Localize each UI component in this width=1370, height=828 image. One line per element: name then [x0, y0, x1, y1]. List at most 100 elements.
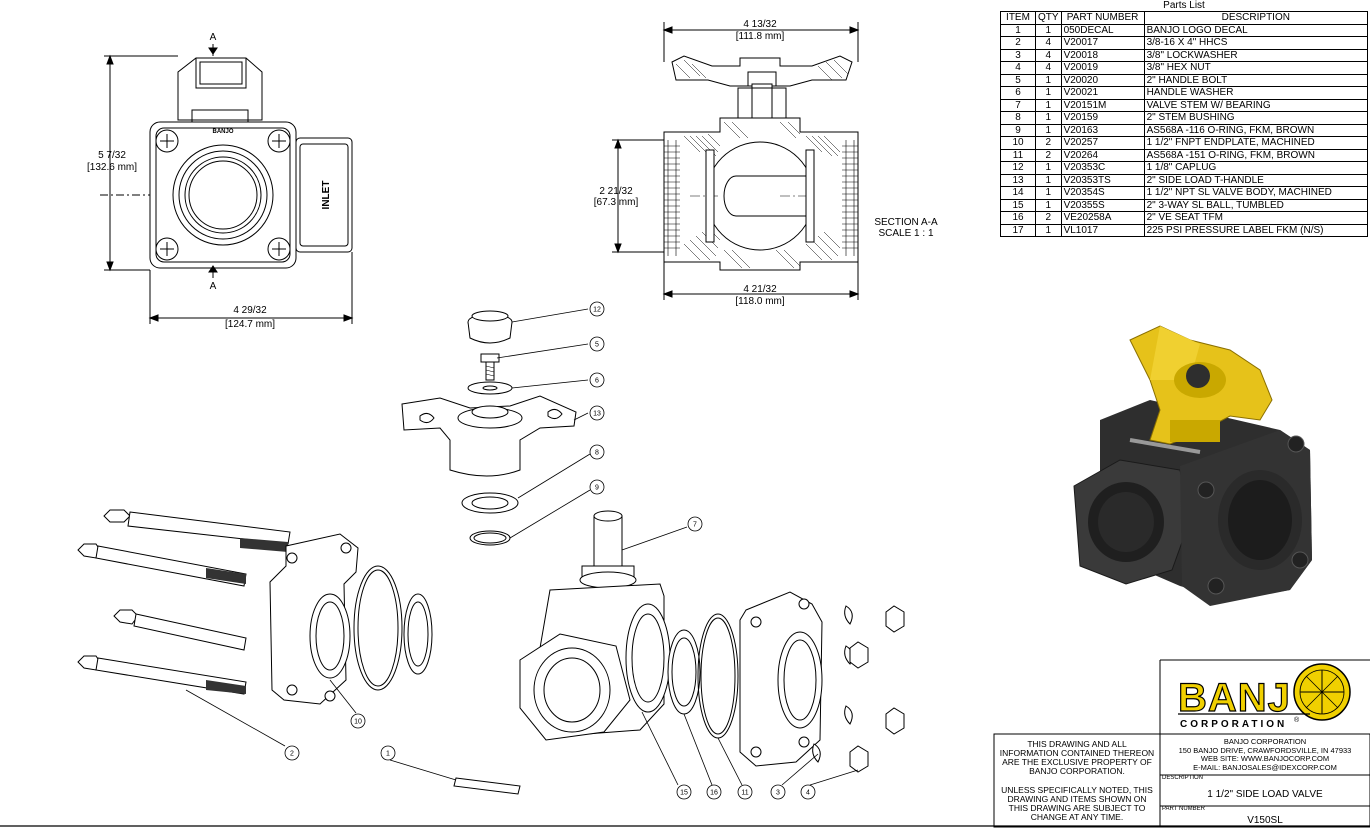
header-description: DESCRIPTION	[1143, 11, 1369, 25]
balloon-10: 10	[354, 719, 362, 726]
balloons	[284, 301, 816, 800]
item-cell: 16	[1000, 211, 1036, 225]
notice-line: THIS DRAWING ARE SUBJECT TO	[1008, 803, 1146, 813]
part-number-cell: V20163	[1060, 123, 1145, 137]
inlet-label: INLET	[321, 181, 332, 210]
height-dim-mm: [132.6 mm]	[87, 162, 137, 173]
balloon-12: 12	[593, 307, 601, 314]
part-number-cell: V20021	[1060, 86, 1145, 100]
description-cell: HANDLE WASHER	[1143, 86, 1369, 100]
notice-line: ARE THE EXCLUSIVE PROPERTY OF	[1002, 757, 1152, 767]
qty-cell: 1	[1035, 173, 1062, 187]
balloon-5: 5	[595, 342, 599, 349]
part-number-cell: V20151M	[1060, 98, 1145, 112]
description-cell: BANJO LOGO DECAL	[1143, 23, 1369, 37]
description-cell: 1 1/8" CAPLUG	[1143, 161, 1369, 175]
section-title: SECTION A-A	[874, 217, 938, 228]
notice-line: CHANGE AT ANY TIME.	[1030, 812, 1124, 822]
section-left-dim-mm: [67.3 mm]	[594, 197, 639, 208]
qty-cell: 1	[1035, 223, 1062, 237]
top-view	[100, 44, 354, 324]
description-cell: 1 1/2" NPT SL VALVE BODY, MACHINED	[1143, 186, 1369, 200]
description-cell: 2" STEM BUSHING	[1143, 111, 1369, 125]
item-cell: 3	[1000, 48, 1036, 62]
qty-cell: 4	[1035, 61, 1062, 75]
item-cell: 7	[1000, 98, 1036, 112]
item-cell: 6	[1000, 86, 1036, 100]
qty-cell: 1	[1035, 198, 1062, 212]
company-line: 150 BANJO DRIVE, CRAWFORDSVILLE, IN 4793…	[1178, 745, 1352, 755]
item-cell: 11	[1000, 148, 1036, 162]
description-cell: AS568A -151 O-RING, FKM, BROWN	[1143, 148, 1369, 162]
part-number-cell: V20020	[1060, 73, 1145, 87]
change-notice: UNLESS SPECIFICALLY NOTED, THIS DRAWING …	[996, 786, 1158, 822]
item-cell: 17	[1000, 223, 1036, 237]
exploded-view	[77, 310, 905, 795]
description-cell: 3/8" LOCKWASHER	[1143, 48, 1369, 62]
header-part-number: PART NUMBER	[1060, 11, 1145, 25]
item-cell: 5	[1000, 73, 1036, 87]
item-cell: 1	[1000, 23, 1036, 37]
description-cell: 3/8-16 X 4" HHCS	[1143, 36, 1369, 50]
company-line: E-MAIL: BANJOSALES@IDEXCORP.COM	[1193, 762, 1337, 772]
item-cell: 10	[1000, 136, 1036, 150]
part-number-label: PART NUMBER	[1162, 806, 1206, 812]
section-bottom-dim-in: 4 21/32	[743, 284, 777, 295]
part-number-cell: VL1017	[1060, 223, 1145, 237]
notice-line: UNLESS SPECIFICALLY NOTED, THIS	[1001, 785, 1153, 795]
banjo-logo: BANJ CORPORATION ®	[1177, 663, 1351, 730]
item-cell: 14	[1000, 186, 1036, 200]
description-cell: 2" SIDE LOAD T-HANDLE	[1143, 173, 1369, 187]
balloon-15: 15	[680, 790, 688, 797]
part-number-cell: V20159	[1060, 111, 1145, 125]
part-number-cell: V20017	[1060, 36, 1145, 50]
section-mark-top: A	[210, 32, 217, 43]
height-dim-in: 5 7/32	[98, 150, 126, 161]
part-number-value: V150SL	[1247, 815, 1283, 826]
width-dim-in: 4 29/32	[233, 305, 267, 316]
qty-cell: 2	[1035, 136, 1062, 150]
valve-3d-render	[1073, 325, 1312, 606]
description-value: 1 1/2" SIDE LOAD VALVE	[1207, 789, 1323, 800]
item-cell: 8	[1000, 111, 1036, 125]
item-cell: 12	[1000, 161, 1036, 175]
section-mark-bottom: A	[210, 281, 217, 292]
title-block-frame	[993, 659, 1370, 828]
part-number-cell: V20257	[1060, 136, 1145, 150]
qty-cell: 1	[1035, 111, 1062, 125]
balloon-11: 11	[741, 790, 748, 797]
balloon-2: 2	[290, 751, 294, 758]
qty-cell: 1	[1035, 98, 1062, 112]
balloon-8: 8	[595, 450, 599, 457]
qty-cell: 1	[1035, 186, 1062, 200]
description-cell: 2" HANDLE BOLT	[1143, 73, 1369, 87]
balloon-9: 9	[595, 485, 599, 492]
qty-cell: 1	[1035, 23, 1062, 37]
qty-cell: 1	[1035, 73, 1062, 87]
section-top-dim-in: 4 13/32	[743, 19, 777, 30]
logo-reg: ®	[1294, 716, 1300, 724]
part-number-cell: V20018	[1060, 48, 1145, 62]
section-top-dim-mm: [111.8 mm]	[736, 31, 785, 42]
logo-word: BANJ	[1178, 676, 1291, 720]
company-line: BANJO CORPORATION	[1223, 737, 1307, 746]
top-view-logo-text: BANJO	[212, 129, 233, 135]
balloon-7: 7	[693, 522, 697, 529]
notice-line: INFORMATION CONTAINED THEREON	[999, 748, 1155, 758]
item-cell: 2	[1000, 36, 1036, 50]
qty-cell: 1	[1035, 86, 1062, 100]
section-left-dim-in: 2 21/32	[599, 186, 633, 197]
balloon-leaders	[185, 308, 859, 786]
part-number-cell: V20353TS	[1060, 173, 1145, 187]
item-cell: 15	[1000, 198, 1036, 212]
